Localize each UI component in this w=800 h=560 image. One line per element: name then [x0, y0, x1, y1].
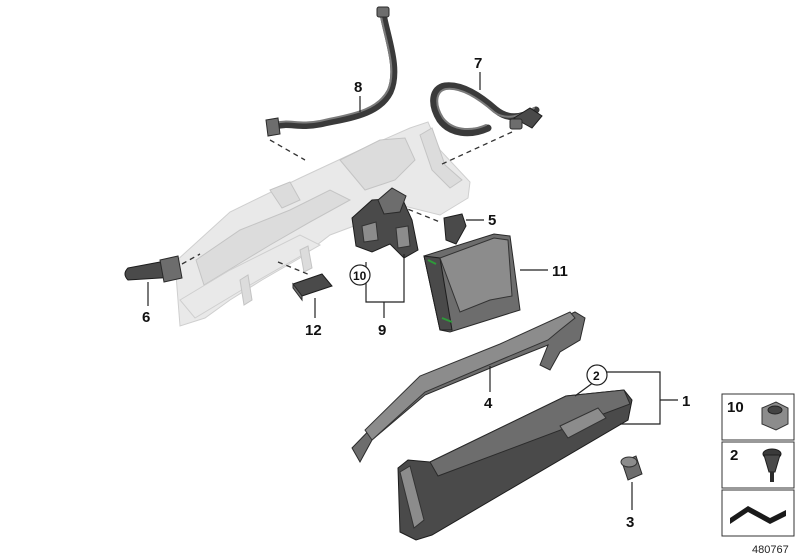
part-8-hose	[265, 6, 398, 137]
callout-2-circle	[586, 364, 608, 386]
part-6-hose-end	[124, 255, 183, 283]
part-9-bracket	[351, 187, 419, 259]
nut-icon	[761, 401, 789, 431]
part-5-clip	[443, 213, 467, 245]
callout-3: 3	[626, 514, 634, 531]
part-4-frame	[351, 311, 586, 464]
callout-1: 1	[682, 393, 690, 410]
callout-8: 8	[354, 79, 362, 96]
bracket-symbol-icon	[730, 506, 786, 524]
part-7-hose	[430, 82, 543, 137]
legend-box-2: 2	[721, 441, 795, 489]
callout-10-circle	[349, 264, 371, 286]
callout-12: 12	[305, 322, 322, 339]
assembly-line-5	[399, 205, 441, 223]
callout-9: 9	[378, 322, 386, 339]
image-number: 480767	[752, 544, 789, 556]
part-12-block	[292, 273, 333, 302]
leader-2	[574, 381, 595, 397]
callout-10: 10	[353, 269, 367, 283]
part-11-cover	[423, 233, 521, 333]
legend-box-10: 10	[721, 393, 795, 441]
legend-10-label: 10	[727, 399, 744, 416]
assembly-line-7	[439, 131, 513, 166]
leader-9-bracket	[365, 254, 405, 303]
callout-11: 11	[552, 263, 568, 280]
leader-1-bracket	[603, 371, 661, 425]
assembly-line-12	[277, 261, 311, 276]
callout-2: 2	[593, 369, 600, 383]
rubber-buffer-icon	[762, 448, 782, 482]
part-3-buffer	[620, 455, 643, 481]
assembly-line-6	[181, 253, 201, 265]
glovebox-carrier-ghost	[174, 121, 471, 327]
assembly-line-8	[269, 139, 306, 161]
callout-4: 4	[484, 395, 493, 412]
legend-2-label: 2	[730, 447, 738, 464]
callout-7: 7	[474, 55, 482, 72]
legend-box-arrow	[721, 489, 795, 537]
callout-6: 6	[142, 309, 150, 326]
part-1-glovebox	[397, 389, 633, 541]
callout-5: 5	[488, 212, 496, 229]
